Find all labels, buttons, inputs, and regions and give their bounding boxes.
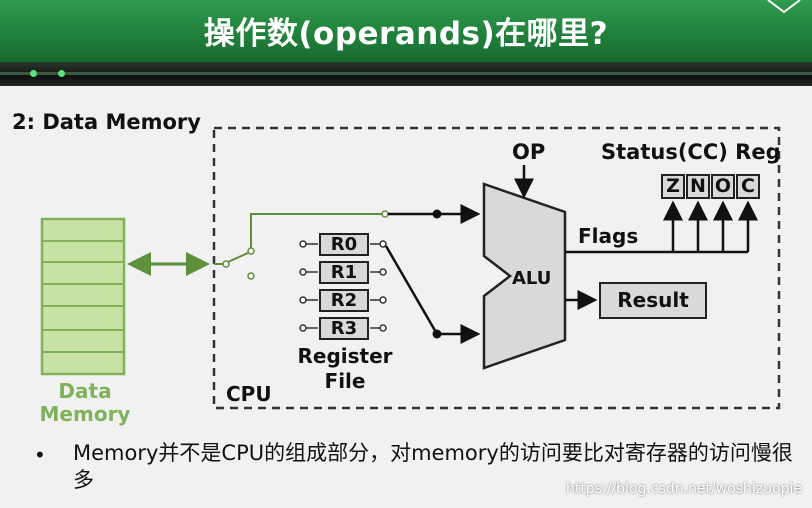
alu-label: ALU [512,268,552,289]
junction-dot [432,329,442,339]
decorative-strip [0,62,812,86]
strip-dot-icon [30,70,37,77]
memory-switch [214,210,389,280]
bullet-icon: • [34,443,46,467]
slide-title: 操作数(operands)在哪里? [203,16,609,52]
status-reg-label: Status(CC) Reg [601,140,781,164]
bullet-text: Memory并不是CPU的组成部分，对memory的访问要比对寄存器的访问慢很多 [73,441,793,492]
result-box: Result [599,282,707,319]
flag-arrows [663,200,758,252]
title-bar: 操作数(operands)在哪里? [0,0,812,62]
strip-line [0,72,812,75]
data-memory-label: Data Memory [30,380,140,426]
data-memory-label-line2: Memory [39,402,131,426]
corner-logo-icon [767,0,801,14]
register-r3: R3 [319,317,369,340]
register-r1: R1 [319,261,369,284]
watermark: https://blog.csdn.net/woshizuopie [565,481,802,497]
op-label: OP [512,140,546,164]
register-r0: R0 [319,233,369,256]
flag-z: Z [661,174,685,199]
cpu-boundary [212,126,781,410]
register-r2: R2 [319,289,369,312]
register-file-label-line1: Register [297,344,393,368]
flags-label: Flags [578,224,639,248]
register-file-label-line2: File [324,369,366,393]
junction-dot [432,209,442,219]
strip-dot-icon [58,70,65,77]
cpu-label: CPU [226,382,272,406]
data-memory-label-line1: Data [58,379,112,403]
flag-o: O [711,174,735,199]
register-select-wire [384,245,439,335]
alu-shape [482,182,567,370]
register-output-nodes [299,240,387,332]
data-memory-block [40,217,126,376]
flag-n: N [686,174,710,199]
flag-c: C [736,174,760,199]
section-label: 2: Data Memory [12,110,201,134]
